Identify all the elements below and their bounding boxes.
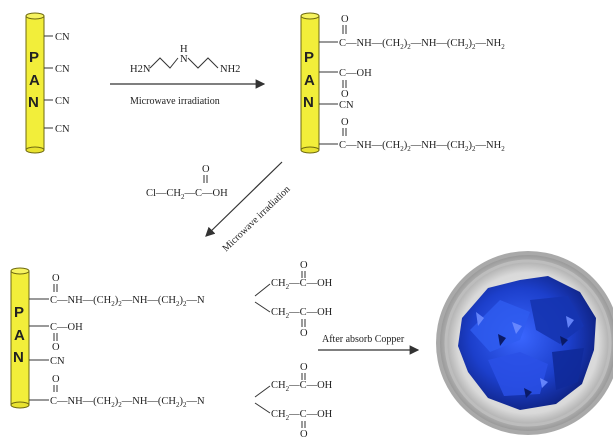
condition-step3: After absorb Copper — [322, 334, 405, 345]
chloroacetic-formula: Cl—CH2—C—OH — [146, 188, 228, 201]
pan-fiber-start: P A N CN CN CN CN — [25, 12, 70, 154]
amide-chain-2: C—NH—(CH2)2—NH—(CH2)2—NH2 — [339, 140, 505, 153]
pan-letter-a: A — [29, 72, 40, 89]
amide-chain-3: C—NH—(CH2)2—NH—(CH2)2—N — [50, 295, 205, 308]
amine-nh2: NH2 — [220, 64, 240, 75]
carbonyl-o: O — [202, 164, 210, 175]
carbonyl-o: O — [52, 342, 60, 353]
nitrile-group-1: CN — [55, 32, 70, 43]
petri-dish-photo — [436, 251, 613, 435]
carbonyl-o: O — [341, 89, 349, 100]
pan-letter-p: P — [14, 304, 24, 321]
amine-h: H — [180, 44, 188, 55]
carbonyl-o: O — [52, 374, 60, 385]
condition-step1: Microwave irradiation — [130, 96, 220, 107]
carboxyl-group: C—OH — [50, 322, 83, 333]
carbonyl-o: O — [300, 429, 308, 439]
nitrile-group: CN — [339, 100, 354, 111]
amide-chain-4: C—NH—(CH2)2—NH—(CH2)2—N — [50, 396, 205, 409]
carbonyl-o: O — [341, 117, 349, 128]
pan-letter-p: P — [29, 49, 39, 66]
carboxyl-group: C—OH — [339, 68, 372, 79]
pan-letter-n: N — [303, 94, 314, 111]
ch2cooh-1: CH2—C—OH — [271, 278, 333, 291]
nitrile-group-3: CN — [55, 96, 70, 107]
carbonyl-o: O — [52, 273, 60, 284]
copper-loaded-fiber — [458, 276, 596, 410]
nitrile-group-2: CN — [55, 64, 70, 75]
pan-fiber-carboxymethylated: P A N O C—NH—(CH2)2—NH—(CH2)2—N CH2—C—OH… — [10, 260, 333, 440]
ch2cooh-2: CH2—C—OH — [271, 307, 333, 320]
reagent-chloroacetic-acid: O Cl—CH2—C—OH — [146, 164, 228, 201]
carbonyl-o: O — [341, 14, 349, 25]
pan-fiber-aminated: P A N O C—NH—(CH2)2—NH—(CH2)2—NH2 C—OH O… — [300, 12, 505, 154]
amide-chain-1: C—NH—(CH2)2—NH—(CH2)2—NH2 — [339, 38, 505, 51]
carbonyl-o: O — [300, 362, 308, 373]
pan-letter-n: N — [28, 94, 39, 111]
pan-letter-n: N — [13, 349, 24, 366]
carbonyl-o: O — [300, 260, 308, 271]
pan-letter-a: A — [14, 327, 25, 344]
carbonyl-o: O — [300, 328, 308, 339]
pan-letter-a: A — [304, 72, 315, 89]
ch2cooh-4: CH2—C—OH — [271, 409, 333, 422]
nitrile-group: CN — [50, 356, 65, 367]
amine-h2n: H2N — [130, 64, 151, 75]
amine-n: N — [180, 54, 188, 65]
pan-letter-p: P — [304, 49, 314, 66]
nitrile-group-4: CN — [55, 124, 70, 135]
arrow-step2 — [205, 161, 283, 237]
condition-step2: Microwave irradiation — [220, 184, 292, 254]
ch2cooh-3: CH2—C—OH — [271, 380, 333, 393]
reagent-diethylenetriamine: H2N H N NH2 — [130, 44, 240, 75]
